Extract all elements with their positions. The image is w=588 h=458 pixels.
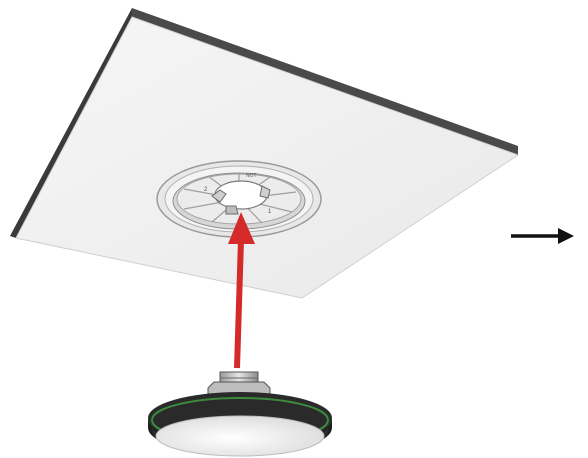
tile-face — [15, 16, 520, 299]
ceiling-tile — [10, 8, 520, 299]
mounting-bracket-icon: 2 NOT 1 — [156, 160, 322, 238]
mount-label-right: 1 — [268, 209, 272, 215]
up-arrow-icon — [228, 212, 255, 369]
tile-edge-left — [10, 8, 132, 238]
mount-label-top: NOT — [246, 173, 257, 179]
right-arrow-icon — [511, 228, 574, 244]
ceiling-device — [148, 371, 332, 457]
mount-label-left: 2 — [204, 187, 208, 193]
tile-edge-top — [132, 8, 518, 155]
